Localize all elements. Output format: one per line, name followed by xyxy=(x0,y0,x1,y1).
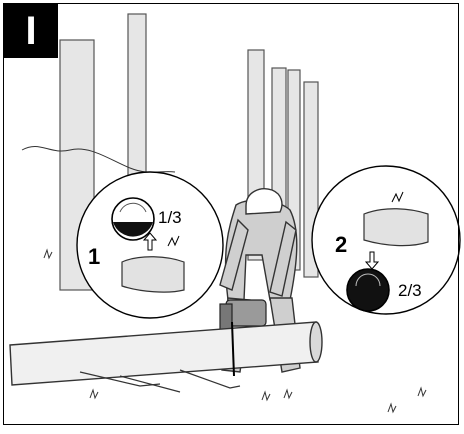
log-section xyxy=(364,209,428,246)
log-body xyxy=(10,322,318,385)
detail-left-fraction: 1/3 xyxy=(158,208,182,228)
grass-tuft xyxy=(418,388,426,396)
log-end xyxy=(310,322,322,362)
grass-tuft xyxy=(284,390,292,398)
log xyxy=(10,322,322,385)
step-badge: I xyxy=(4,4,58,58)
detail-left-number: 1 xyxy=(88,244,100,270)
ground-line xyxy=(22,146,175,172)
detail-right-fraction: 2/3 xyxy=(398,281,422,301)
detail-right-number: 2 xyxy=(335,232,347,258)
grass-tuft xyxy=(90,390,98,398)
grass-tuft xyxy=(262,392,270,400)
grass-tuft xyxy=(44,250,52,258)
worker-helmet xyxy=(246,189,282,214)
log-cross-section-bottom-cut xyxy=(347,269,389,311)
grass-tuft xyxy=(388,404,396,412)
log-section xyxy=(122,257,184,292)
